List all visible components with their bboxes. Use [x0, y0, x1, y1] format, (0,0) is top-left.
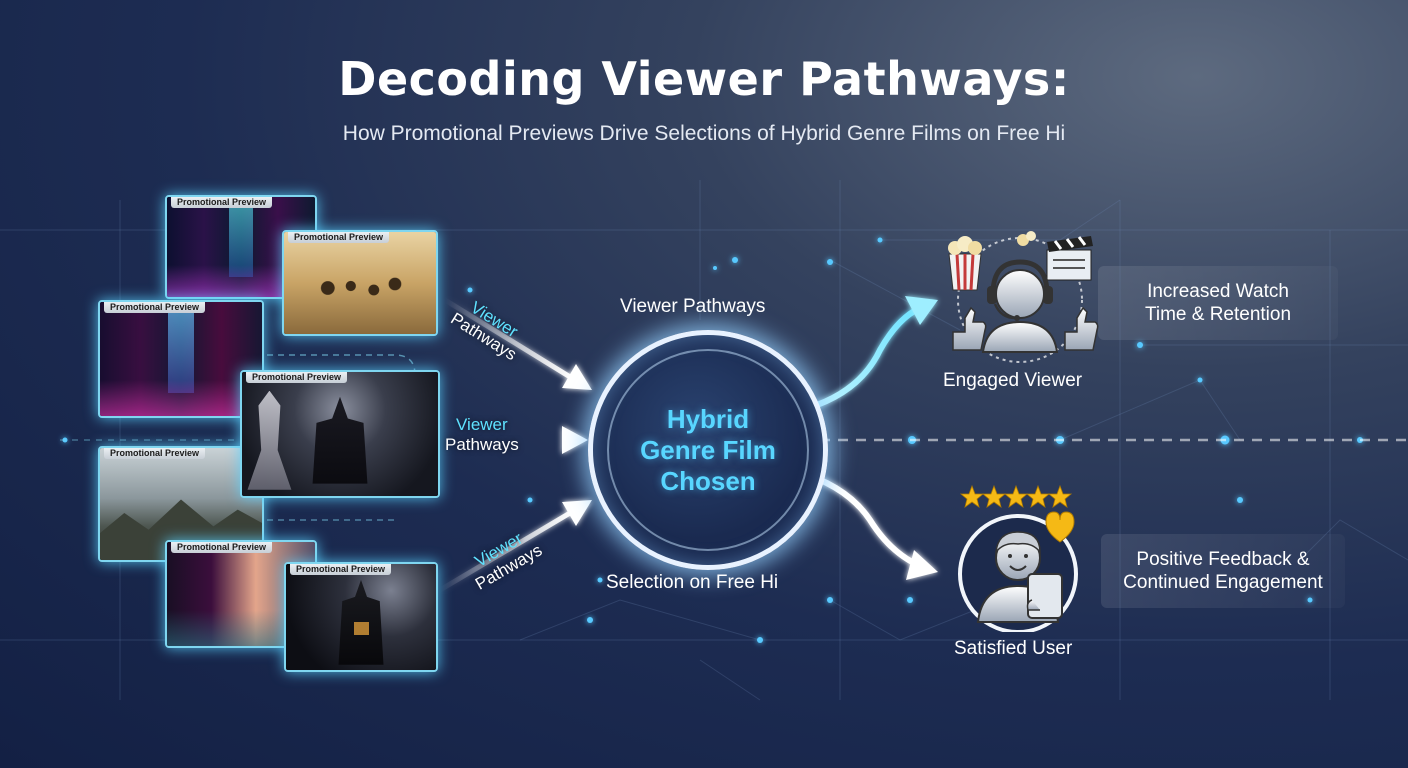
preview-tag: Promotional Preview [290, 564, 392, 575]
engaged-viewer-benefit: Increased Watch Time & Retention [1098, 266, 1338, 340]
smiling-user-tablet-stars-heart-icon [948, 482, 1098, 634]
engaged-viewer-title: Engaged Viewer [943, 370, 1083, 391]
headset-viewer-popcorn-clapper-icon [935, 222, 1105, 372]
page-title: Decoding Viewer Pathways: [338, 52, 1070, 106]
pathway-label-line1: Viewer [456, 415, 508, 434]
preview-card-7: Promotional Preview [284, 562, 438, 672]
preview-tag: Promotional Preview [171, 542, 273, 553]
benefit-line2: Continued Engagement [1123, 572, 1323, 593]
pathway-label-middle: Viewer Pathways [445, 415, 519, 455]
preview-tag: Promotional Preview [246, 372, 348, 383]
hub-inner-ring [607, 349, 809, 551]
hub-text-line2: Genre Film [640, 434, 776, 465]
hub-text-line1: Hybrid [666, 403, 750, 434]
hub-text: Hybrid Genre Film Chosen [640, 404, 776, 497]
pathway-label-line2: Pathways [445, 435, 519, 454]
preview-image [284, 232, 436, 334]
heart-icon [1045, 511, 1075, 543]
page-subtitle: How Promotional Previews Drive Selection… [342, 122, 1066, 145]
rating-stars-icon [959, 484, 1073, 508]
preview-tag: Promotional Preview [104, 302, 206, 313]
hub-text-line3: Chosen [660, 465, 756, 496]
hub-top-label: Viewer Pathways [620, 296, 766, 317]
satisfied-user-benefit: Positive Feedback & Continued Engagement [1101, 534, 1345, 608]
satisfied-user-title: Satisfied User [954, 638, 1073, 659]
preview-image [100, 302, 262, 416]
preview-image [286, 564, 436, 670]
hub-bottom-label: Selection on Free Hi [606, 572, 779, 593]
preview-card-3: Promotional Preview [98, 300, 264, 418]
preview-card-2: Promotional Preview [282, 230, 438, 336]
preview-tag: Promotional Preview [288, 232, 390, 243]
benefit-line2: Time & Retention [1144, 304, 1292, 325]
hub-circle: Hybrid Genre Film Chosen [588, 330, 828, 570]
benefit-line1: Increased Watch [1147, 281, 1289, 302]
benefit-line1: Positive Feedback & [1136, 549, 1310, 570]
preview-image [242, 372, 438, 496]
preview-tag: Promotional Preview [104, 448, 206, 459]
preview-card-4: Promotional Preview [240, 370, 440, 498]
preview-tag: Promotional Preview [171, 197, 273, 208]
